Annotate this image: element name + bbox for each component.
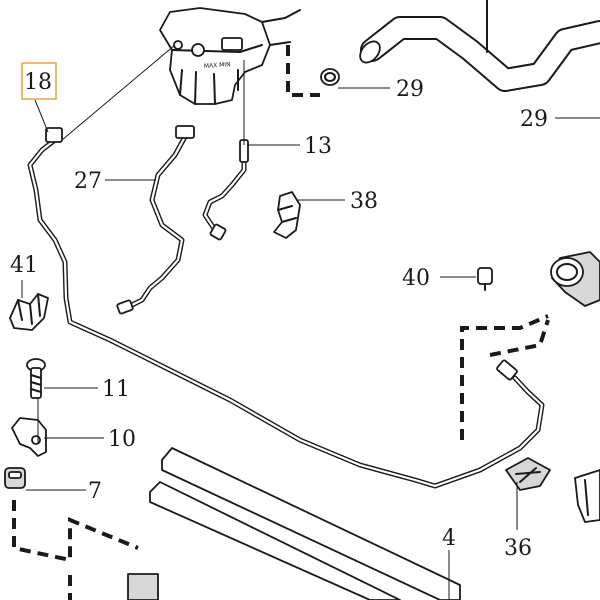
leader-18 xyxy=(34,99,49,133)
callout-labels: 18 29 29 13 27 38 41 40 11 10 7 4 36 xyxy=(10,62,548,561)
main-coolant-pipe xyxy=(27,127,545,489)
callout-41: 41 xyxy=(10,253,38,278)
hose-clamp xyxy=(320,68,340,86)
bracket-clip xyxy=(9,293,49,331)
callout-29-clamp: 29 xyxy=(396,77,424,102)
locating-line-right xyxy=(460,314,549,440)
leader-18b xyxy=(61,44,176,141)
level-sensor xyxy=(202,139,249,241)
callout-13: 13 xyxy=(304,134,332,159)
locating-line-lower-left xyxy=(12,500,139,563)
pad-clip xyxy=(505,457,551,491)
callout-38: 38 xyxy=(350,189,378,214)
reservoir-marking: MAX MIN xyxy=(204,61,231,70)
callout-18-highlight-box xyxy=(21,62,57,100)
nipple-fitting xyxy=(477,267,493,291)
callout-29-hose: 29 xyxy=(520,107,548,132)
locating-line-right-2 xyxy=(489,319,550,357)
bleed-hose xyxy=(116,125,195,315)
callout-11: 11 xyxy=(102,377,130,402)
callout-40: 40 xyxy=(402,266,430,291)
callout-36: 36 xyxy=(504,536,532,561)
mounting-bracket xyxy=(11,417,47,457)
seal-strip xyxy=(149,447,461,600)
callout-10: 10 xyxy=(108,427,136,452)
clip-bracket xyxy=(273,191,301,239)
callout-18: 18 xyxy=(24,70,52,95)
bolt xyxy=(26,358,46,399)
lower-block xyxy=(127,573,159,600)
rubber-bushing xyxy=(4,467,26,489)
radiator-outlet xyxy=(550,251,600,307)
callout-27: 27 xyxy=(74,169,102,194)
leader-lines xyxy=(21,44,600,600)
callout-4: 4 xyxy=(442,526,456,551)
upper-radiator-hose xyxy=(359,16,600,92)
callout-7: 7 xyxy=(88,479,102,504)
locating-line-reservoir xyxy=(286,45,320,97)
right-bracket xyxy=(574,469,600,523)
coolant-reservoir: MAX MIN xyxy=(159,7,301,105)
